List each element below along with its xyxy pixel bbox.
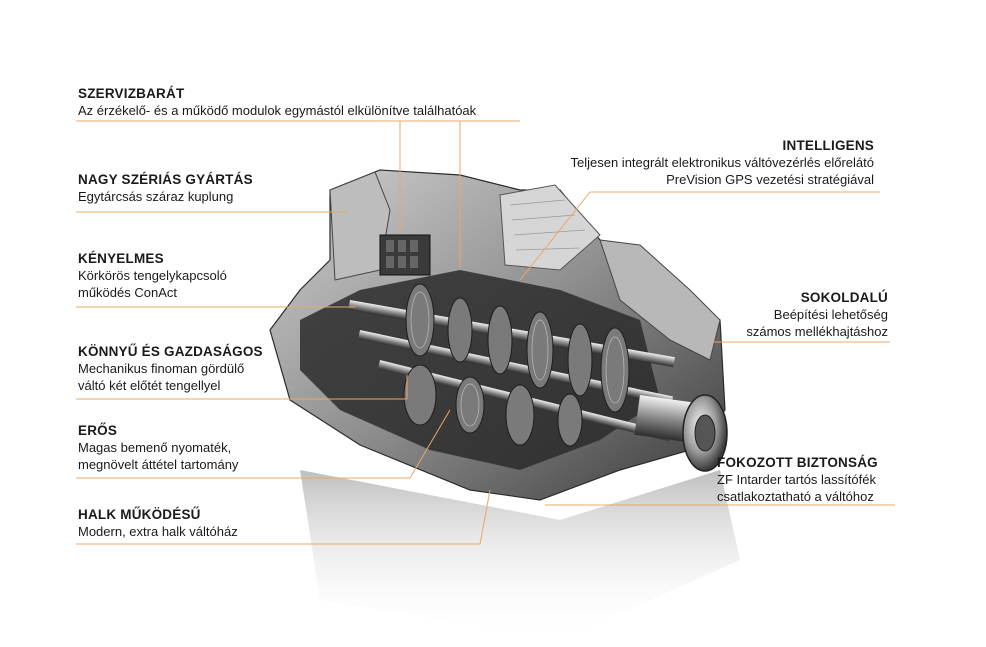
callout-eros: ERŐS Magas bemenő nyomaték, megnövelt át…	[78, 422, 238, 473]
callout-title: SZERVIZBARÁT	[78, 86, 185, 101]
callout-description: ZF Intarder tartós lassítófék csatlakozt…	[717, 472, 876, 504]
callout-title: KÖNNYŰ ÉS GAZDASÁGOS	[78, 344, 263, 359]
callout-title: KÉNYELMES	[78, 251, 164, 266]
callout-title: ERŐS	[78, 423, 118, 438]
callout-kenyelmes: KÉNYELMES Körkörös tengelykapcsoló működ…	[78, 250, 227, 301]
callout-title: SOKOLDALÚ	[800, 290, 888, 305]
output-flange	[634, 394, 728, 472]
callout-szervizbarat: SZERVIZBARÁT Az érzékelő- és a működő mo…	[78, 85, 476, 119]
callout-description: Modern, extra halk váltóház	[78, 524, 238, 539]
callout-halk-mukodesu: HALK MŰKÖDÉSŰ Modern, extra halk váltóhá…	[78, 506, 238, 540]
callout-nagy-szerias-gyartas: NAGY SZÉRIÁS GYÁRTÁS Egytárcsás száraz k…	[78, 171, 253, 205]
callout-konnyu-es-gazdasagos: KÖNNYŰ ÉS GAZDASÁGOS Mechanikus finoman …	[78, 343, 263, 394]
callout-title: HALK MŰKÖDÉSŰ	[78, 507, 201, 522]
callout-title: NAGY SZÉRIÁS GYÁRTÁS	[78, 172, 253, 187]
callout-description: Magas bemenő nyomaték, megnövelt áttétel…	[78, 440, 239, 472]
gear-shafts	[348, 283, 675, 447]
transmission-housing	[269, 169, 726, 501]
callout-fokozott-biztonsag: FOKOZOTT BIZTONSÁG ZF Intarder tartós la…	[717, 454, 878, 505]
callout-title: INTELLIGENS	[782, 138, 874, 153]
callout-intelligens: INTELLIGENS Teljesen integrált elektroni…	[571, 137, 875, 188]
floor-reflection	[300, 470, 740, 640]
callout-leaders	[76, 120, 895, 545]
callout-description: Körkörös tengelykapcsoló működés ConAct	[78, 268, 227, 300]
callout-sokoldalu: SOKOLDALÚ Beépítési lehetőség számos mel…	[746, 289, 888, 340]
callout-description: Teljesen integrált elektronikus váltóvez…	[570, 155, 875, 187]
callout-description: Mechanikus finoman gördülő váltó két elő…	[78, 361, 245, 393]
callout-description: Beépítési lehetőség számos mellékhajtásh…	[746, 307, 888, 339]
callout-title: FOKOZOTT BIZTONSÁG	[717, 455, 878, 470]
callout-description: Az érzékelő- és a működő modulok egymást…	[78, 103, 477, 118]
callout-description: Egytárcsás száraz kuplung	[78, 189, 234, 204]
